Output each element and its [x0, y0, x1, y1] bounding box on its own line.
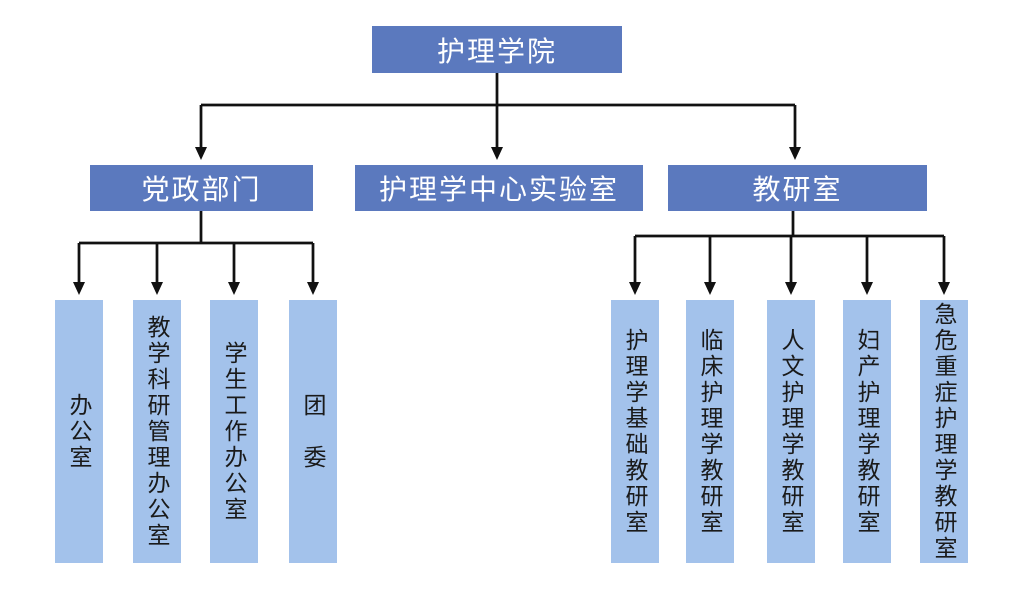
leaf-box: 团 委	[289, 300, 337, 563]
root-label: 护理学院	[436, 35, 557, 67]
leaf-box: 急危重症护理学教研室	[920, 300, 968, 563]
leaf-box: 护理学基础教研室	[611, 300, 659, 563]
branch-label: 教研室	[752, 174, 843, 205]
branch-box-party-admin: 党政部门	[90, 165, 313, 211]
leaf-box: 妇产护理学教研室	[843, 300, 891, 563]
leaf-box: 人文护理学教研室	[767, 300, 815, 563]
leaf-box: 学生工作办公室	[210, 300, 258, 563]
root-box: 护理学院	[372, 26, 622, 73]
leaf-box: 临床护理学教研室	[686, 300, 734, 563]
branch-label: 党政部门	[141, 174, 262, 205]
leaf-box: 办公室	[55, 300, 103, 563]
leaf-box: 教学科研管理办公室	[133, 300, 181, 563]
branch-box-teaching-research: 教研室	[668, 165, 927, 211]
branch-label: 护理学中心实验室	[378, 174, 619, 205]
branch-box-central-lab: 护理学中心实验室	[355, 165, 643, 211]
